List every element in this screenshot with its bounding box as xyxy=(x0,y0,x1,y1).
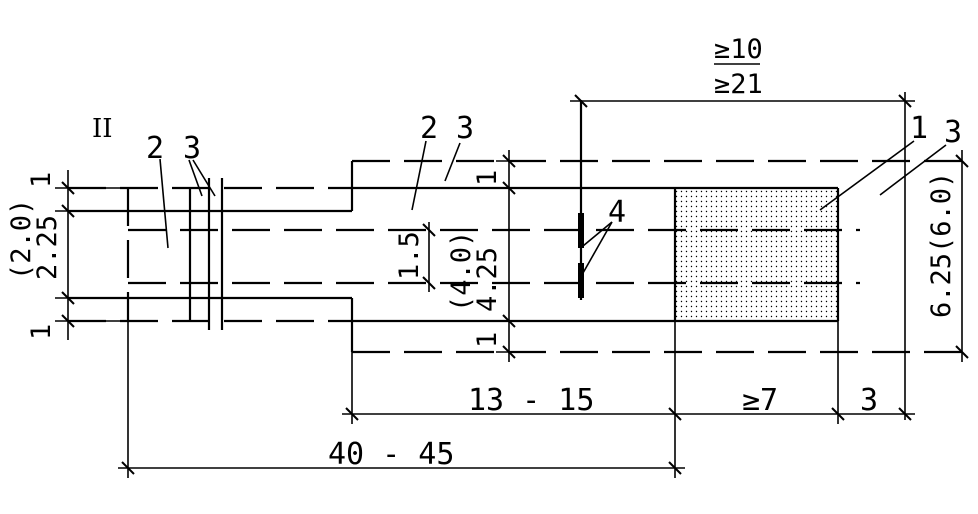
left-dimension-chain xyxy=(55,170,128,340)
bars-4 xyxy=(578,100,613,300)
label-mid-3: 3 xyxy=(456,111,474,146)
dim-mid-height-alt: (4.0) xyxy=(446,231,477,312)
label-left-2: 2 xyxy=(146,131,164,166)
dim-left-top: 1 xyxy=(26,172,57,188)
label-right-3: 3 xyxy=(944,115,962,150)
dim-left-height-alt: (2.0) xyxy=(6,199,37,280)
dim-len-end: 3 xyxy=(860,383,878,418)
wide-part-outline xyxy=(352,186,840,323)
dim-mid-bottom: 1 xyxy=(472,332,503,348)
section-label: II xyxy=(92,114,113,144)
dim-left-height: 2.25 xyxy=(32,215,63,280)
dim-mid-top: 1 xyxy=(472,170,503,186)
dim-left-bottom: 1 xyxy=(26,324,57,340)
bottom-dimensions xyxy=(118,321,915,478)
leader-lines xyxy=(159,140,947,249)
dim-mid-inner: 1.5 xyxy=(394,231,425,280)
dim-len-right: ≥7 xyxy=(742,383,778,418)
top-dimension xyxy=(570,63,915,420)
dim-top-width-2: ≥21 xyxy=(714,69,763,100)
dashed-lines xyxy=(68,159,968,354)
dim-len-total: 40 - 45 xyxy=(328,437,454,472)
dim-mid-height: 4.25 xyxy=(472,247,503,312)
mid-dimension-chain xyxy=(422,150,520,362)
dim-right-height: 6.25(6.0) xyxy=(926,172,957,318)
label-left-3: 3 xyxy=(183,131,201,166)
label-mid-2: 2 xyxy=(420,111,438,146)
dim-top-width-1: ≥10 xyxy=(714,34,763,65)
filled-block xyxy=(675,190,837,320)
label-bars-4: 4 xyxy=(608,195,626,230)
label-right-1: 1 xyxy=(910,111,928,146)
right-dimension xyxy=(955,150,969,362)
dim-len-mid: 13 - 15 xyxy=(468,383,594,418)
vertical-bars xyxy=(188,178,224,330)
